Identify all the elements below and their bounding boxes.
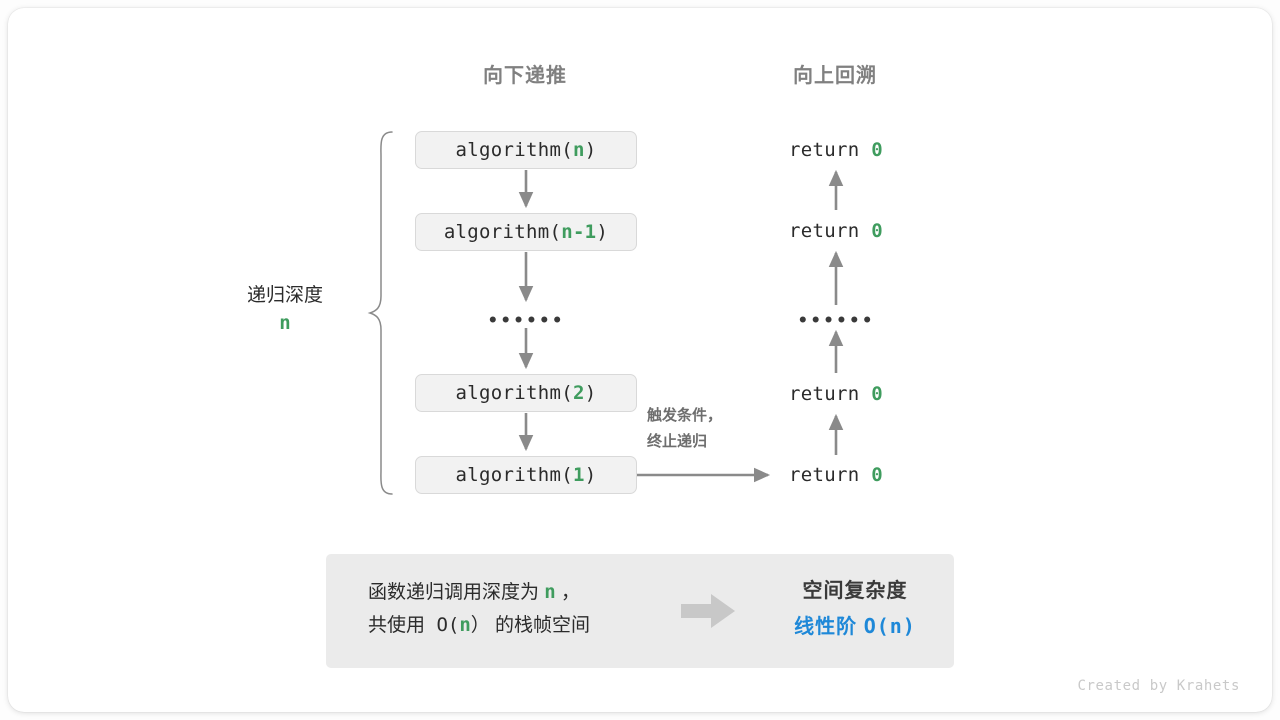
space-complexity-order: 线性阶 [794,616,864,638]
return-keyword: return [789,139,860,161]
call-frame-fn: algorithm( [455,464,573,486]
call-frame-arg: n [572,139,585,161]
call-frame-box[interactable]: algorithm(1) [415,456,637,494]
return-keyword: return [789,464,860,486]
summary-line-2-c: ） 的栈帧空间 [470,615,591,637]
call-frame-close: ) [584,139,597,161]
call-frame-box[interactable]: algorithm(2) [415,374,637,412]
return-keyword: return [789,383,860,405]
call-frame-fn: algorithm( [455,382,573,404]
call-frame-box[interactable]: algorithm(n) [415,131,637,169]
return-value: 0 [871,383,883,405]
summary-conclusion: 空间复杂度 线性阶 O(n) [760,574,950,645]
column-heading-downward: 向下递推 [483,65,567,87]
return-value: 0 [871,464,883,486]
summary-line-1-a: 函数递归调用深度为 [368,582,545,603]
space-complexity-result: 线性阶 O(n) [760,609,950,645]
footer-credit: Created by Krahets [1077,678,1240,694]
return-statement: return 0 [740,220,932,242]
summary-line-1-c: ， [555,582,581,603]
space-complexity-title: 空间复杂度 [802,580,908,602]
summary-panel: 函数递归调用深度为 n ， 共使用 O(n） 的栈帧空间 空间复杂度 线性阶 O… [326,554,954,668]
recursion-depth-label: 递归深度 n [205,282,365,337]
summary-line-2-a: 共使用 O( [368,614,460,637]
terminate-line-1: 触发条件， [647,407,723,424]
summary-line-1: 函数递归调用深度为 n ， [368,576,590,609]
space-complexity-notation: O(n) [863,614,916,638]
return-value: 0 [871,220,883,242]
column-heading-upward: 向上回溯 [793,65,877,87]
call-frame-close: ) [584,382,597,404]
call-frame-close: ) [596,221,609,243]
call-frame-fn: algorithm( [455,139,573,161]
summary-description: 函数递归调用深度为 n ， 共使用 O(n） 的栈帧空间 [368,576,590,643]
recursion-depth-text: 递归深度 [246,285,323,306]
call-frame-arg: 2 [572,382,585,404]
recursion-depth-value: n [279,311,291,334]
terminate-line-2: 终止递归 [647,433,708,451]
return-stack-ellipsis: •••••• [797,311,875,331]
return-statement: return 0 [740,139,932,161]
return-statement: return 0 [740,464,932,486]
terminate-condition-annotation: 触发条件， 终止递归 [647,403,722,456]
summary-line-2-var: n [459,614,471,637]
call-frame-fn: algorithm( [443,221,562,243]
call-frame-arg: 1 [572,464,585,486]
return-value: 0 [871,139,883,161]
return-statement: return 0 [740,383,932,405]
right-block-arrow-icon [681,594,735,628]
call-stack-ellipsis: •••••• [487,311,565,331]
call-frame-close: ) [584,464,597,486]
call-frame-arg: n-1 [561,221,597,243]
summary-line-1-var: n [544,581,556,603]
summary-line-2: 共使用 O(n） 的栈帧空间 [368,609,590,642]
call-frame-box[interactable]: algorithm(n-1) [415,213,637,251]
return-keyword: return [789,220,860,242]
